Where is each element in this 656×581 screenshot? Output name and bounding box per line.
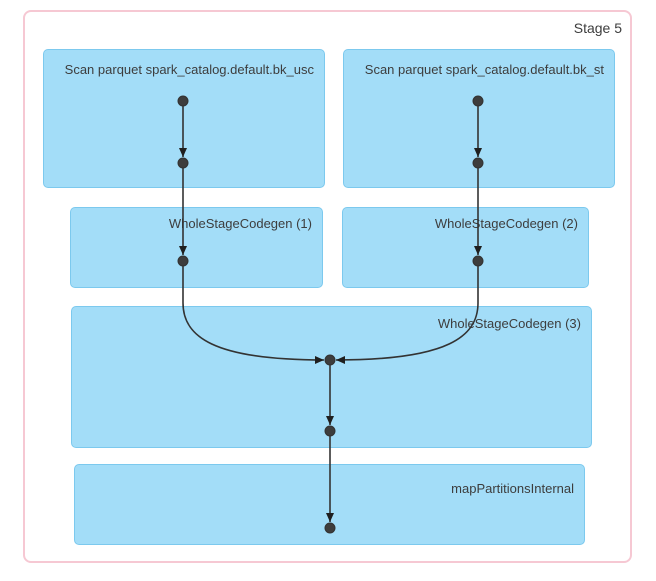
- cluster-label-mappartitionsinternal: mapPartitionsInternal: [451, 481, 574, 496]
- stage-label: Stage 5: [573, 20, 622, 36]
- cluster-label-wholestagecodegen-1: WholeStageCodegen (1): [168, 216, 312, 231]
- cluster-label-wholestagecodegen-2: WholeStageCodegen (2): [434, 216, 578, 231]
- cluster-scan-bk-usc: Scan parquet spark_catalog.default.bk_us…: [43, 49, 325, 188]
- cluster-wholestagecodegen-2: WholeStageCodegen (2): [342, 207, 589, 288]
- cluster-label-wholestagecodegen-3: WholeStageCodegen (3): [437, 316, 581, 331]
- cluster-mappartitionsinternal: mapPartitionsInternal: [74, 464, 585, 545]
- cluster-wholestagecodegen-3: WholeStageCodegen (3): [71, 306, 592, 448]
- cluster-label-scan-bk-st: Scan parquet spark_catalog.default.bk_st: [364, 62, 604, 77]
- cluster-scan-bk-st: Scan parquet spark_catalog.default.bk_st: [343, 49, 615, 188]
- cluster-wholestagecodegen-1: WholeStageCodegen (1): [70, 207, 323, 288]
- cluster-label-scan-bk-usc: Scan parquet spark_catalog.default.bk_us…: [64, 62, 314, 77]
